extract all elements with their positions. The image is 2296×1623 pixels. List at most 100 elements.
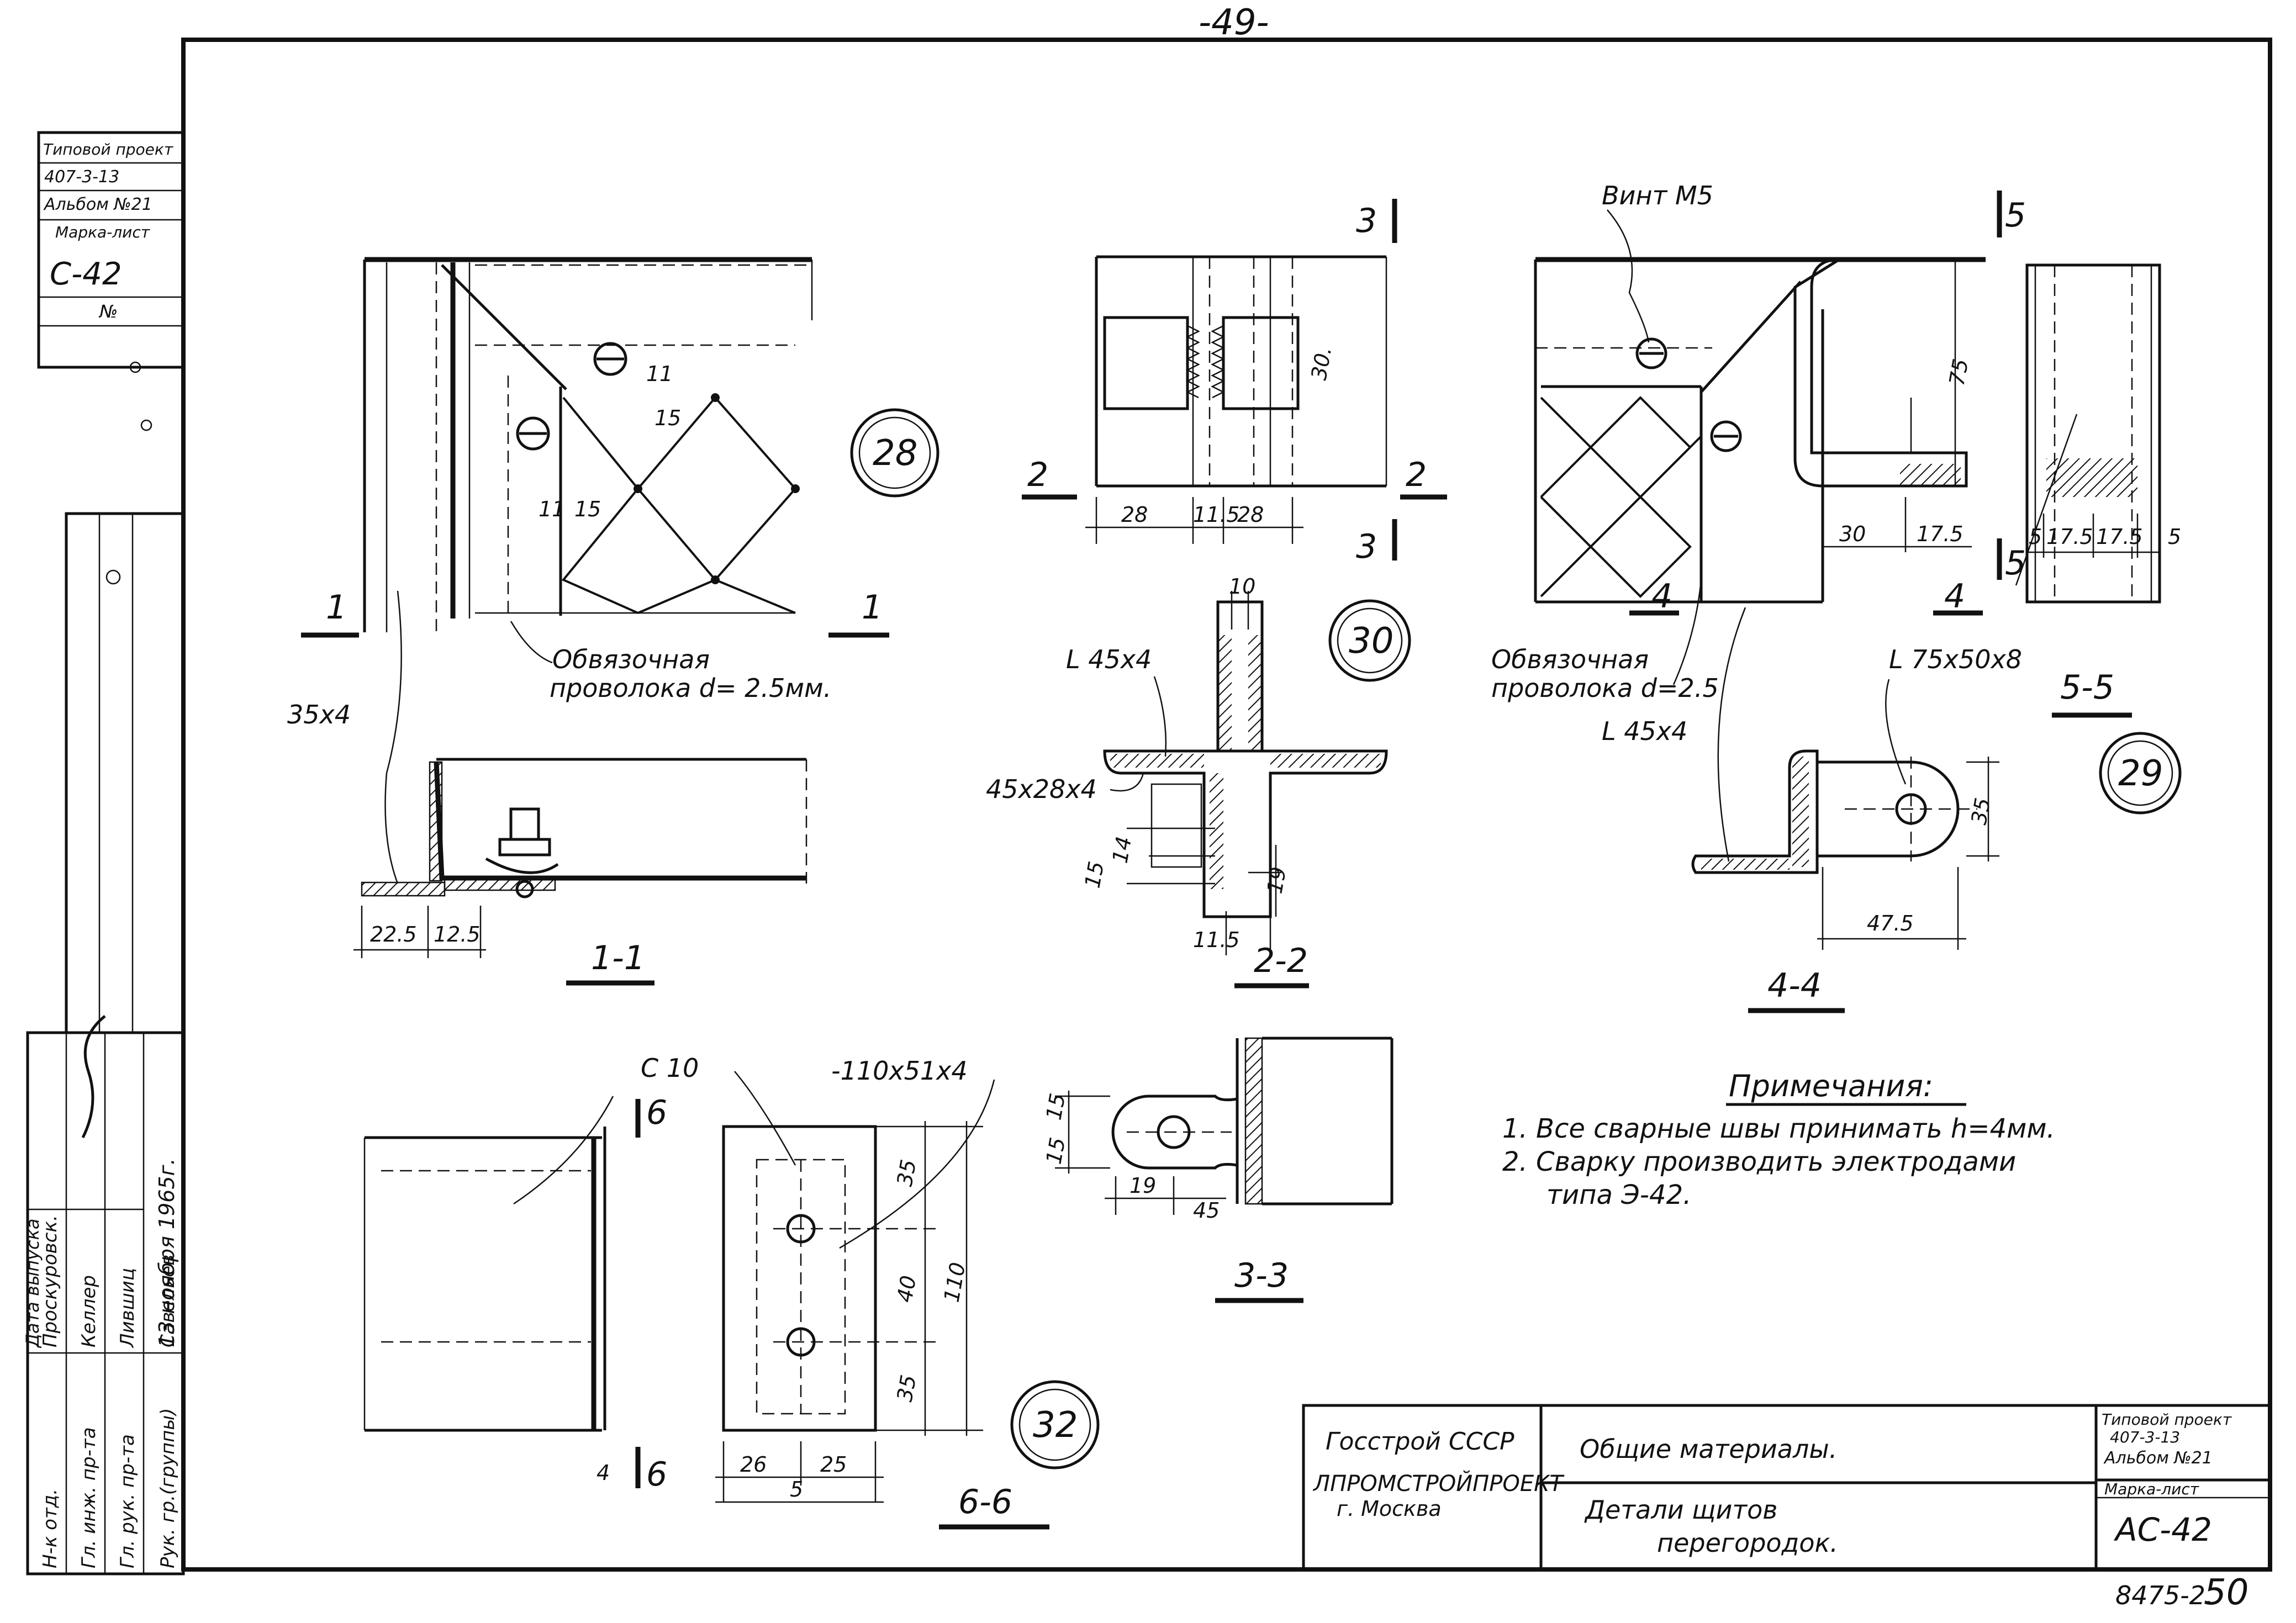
v11-dim-12-5: 12.5 [434,922,481,947]
date-value: 13 ноября 1965г. [155,1158,179,1347]
v28-dim-15b: 15 [574,497,601,521]
bubble-28-label: 28 [873,433,917,474]
role-4: Рук. гр.(группы) [157,1408,179,1568]
v22-dim-19: 19 [1263,865,1291,895]
v32-dim-35b: 35 [893,1373,921,1403]
section-2-2-title: 2-2 [1254,942,1308,980]
tb-title-1: Детали щитов [1584,1495,1777,1525]
v32-dim-110: 110 [939,1260,970,1304]
bubble-29-label: 29 [2118,753,2163,794]
v30-mark-3-bottom: 3 [1356,527,1377,566]
notes-title: Примечания: [1729,1069,1933,1103]
v22-dim-10: 10 [1229,574,1255,599]
section-5-5-title: 5-5 [2060,668,2114,707]
bubble-32-label: 32 [1033,1405,1078,1446]
notes: Примечания: 1. Все сварные швы принимать… [1502,1069,2055,1210]
v22-plate: 45х28х4 [986,774,1097,804]
tb-album: Альбом №21 [2103,1448,2213,1468]
bubble-29 [2099,732,2182,815]
v30-dim-11-5: 11.5 [1193,503,1240,527]
tb-title-2: перегородок. [1657,1528,1838,1558]
v29-dim-17-5b: 17.5 [2096,525,2143,549]
page-number-top: -49- [1199,2,1269,43]
stamp-mark-sheet-label: Марка-лист [55,223,150,241]
stamp-project-code: 407-3-13 [44,167,119,187]
role-1: Н-к отд. [39,1489,61,1568]
archive-number: 8475-2. [2115,1580,2214,1610]
section-2-2: 10 15 14 19 11.5 L 45х4 45х28х4 2-2 [986,574,1388,988]
section-3-3-title: 3-3 [1234,1256,1289,1295]
bubble-30-label: 30 [1349,621,1394,662]
bubble-30 [1328,599,1411,682]
section-3-3: 15 15 19 45 3-3 [1042,1037,1394,1303]
v33-dim-15a: 15 [1042,1091,1070,1122]
signature [81,1015,106,1139]
v32-dim-35a: 35 [893,1157,921,1188]
v32-dim-25: 25 [820,1452,847,1477]
v28-dim-11b: 11 [539,497,565,521]
v28-angle: 35х4 [287,700,351,729]
note-1: 1. Все сварные швы принимать h=4мм. [1502,1113,2055,1144]
tb-project-type: Типовой проект [2102,1410,2232,1429]
v32-dim-40: 40 [893,1273,921,1304]
v30-dim-30: 30. [1307,345,1337,382]
note-3: типа Э-42. [1546,1180,1691,1210]
tb-mark-sheet-label: Марка-лист [2104,1480,2199,1498]
role-3-name: Лившиц [117,1268,139,1349]
v29-mark-5-bottom: 5 [2005,544,2026,583]
v29-angle-45: L 45х4 [1602,716,1687,746]
v22-dim-14: 14 [1108,834,1137,865]
view-28: 11 15 11 15 28 1 1 Обвязочная проволока … [287,257,939,884]
v28-mark-right: 1 [862,588,883,627]
v29-wire-note-2: проволока d=2.5 [1491,673,1719,703]
v29-dim-5b: 5 [2168,525,2181,549]
page-number-bottom: 50 [2204,1572,2249,1613]
v28-dim-11a: 11 [646,362,673,386]
stamp-album: Альбом №21 [43,195,152,214]
tb-project-code: 407-3-13 [2110,1428,2180,1446]
v32-plate: -110х51х4 [831,1056,968,1086]
v32-mark-6-top: 6 [646,1093,667,1132]
side-stamp: Типовой проект 407-3-13 Альбом №21 Марка… [22,131,185,1576]
v30-dim-28a: 28 [1121,503,1148,527]
v44-dim-47-5: 47.5 [1867,911,1914,935]
note-2: 2. Сварку производить электродами [1502,1146,2016,1177]
v44-dim-35: 35 [1967,796,1996,826]
v22-dim-15: 15 [1080,859,1109,890]
v29-wire-note-1: Обвязочная [1491,644,1649,674]
tb-org-3: г. Москва [1337,1497,1442,1521]
tb-org-1: Госстрой СССР [1326,1428,1514,1456]
v32-mark-6-bottom: 6 [646,1455,667,1494]
tb-org-2: ЛПРОМСТРОЙПРОЕКТ [1312,1470,1565,1497]
v28-wire-note-2: проволока d= 2.5мм. [550,673,831,703]
v33-dim-45: 45 [1193,1198,1220,1223]
v29-mark-4-right: 4 [1944,577,1965,616]
role-4-name: Савельев [157,1255,179,1347]
tb-mark-sheet: АС-42 [2113,1511,2212,1548]
v28-mark-left: 1 [326,588,347,627]
v29-dim-30: 30 [1839,522,1866,546]
v29-dim-75: 75 [1945,357,1973,387]
bubble-32 [1010,1380,1100,1469]
v11-dim-22-5: 22.5 [370,922,417,947]
title-block: Госстрой СССР ЛПРОМСТРОЙПРОЕКТ г. Москва… [1302,1404,2272,1571]
role-2-name: Келлер [78,1275,100,1347]
v22-dim-11-5: 11.5 [1193,928,1240,952]
section-4-4-title: 4-4 [1767,966,1822,1005]
bubble-28 [850,408,939,498]
v29-mark-4-left: 4 [1651,577,1672,616]
role-2: Гл. инж. пр-та [78,1427,100,1568]
v32-dim-26: 26 [740,1452,767,1477]
v29-angle-75: L 75х50х8 [1889,644,2022,674]
v30-mark-2-left: 2 [1027,456,1048,494]
view-30: 30. 28 11.5 28 3 3 2 2 30 [1022,199,1447,682]
v29-dim-17-5: 17.5 [1917,522,1964,546]
v32-channel: С 10 [641,1053,699,1083]
stamp-number-label: № [98,301,118,322]
v29-screw: Винт М5 [1602,181,1713,210]
v30-dim-28b: 28 [1237,503,1264,527]
v30-mark-2-right: 2 [1406,456,1427,494]
v28-dim-15a: 15 [655,406,681,430]
v29-dim-17-5a: 17.5 [2046,525,2093,549]
view-29: 75 30 17.5 Винт М5 5 5 4 4 Обвязочная пр… [1491,181,2182,862]
